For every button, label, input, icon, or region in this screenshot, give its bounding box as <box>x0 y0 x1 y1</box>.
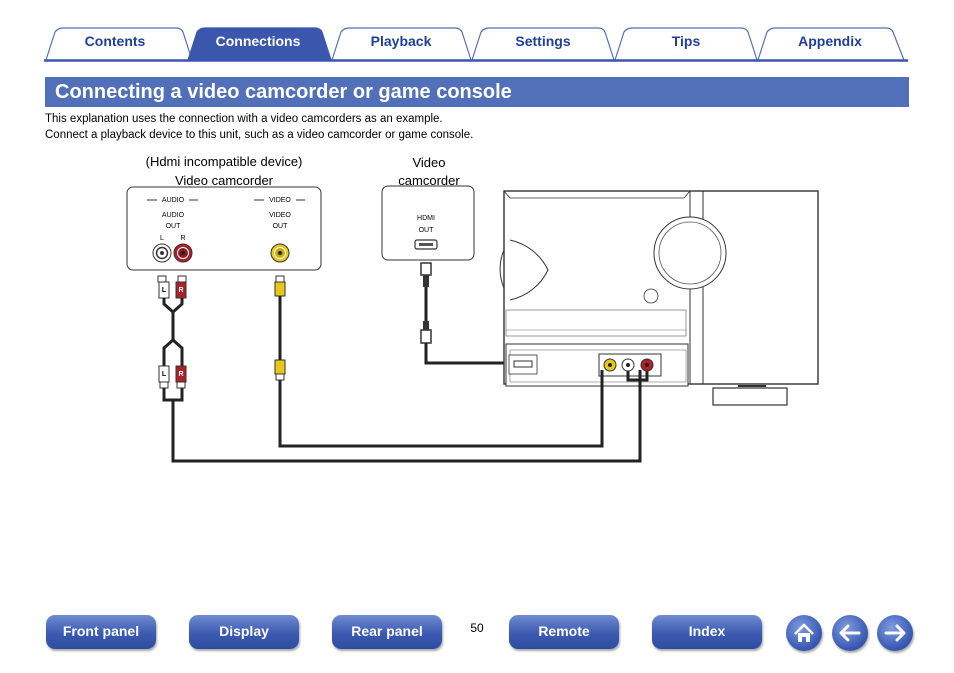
previous-page-button[interactable] <box>832 615 868 651</box>
audio-out-label-1: AUDIO <box>161 212 185 219</box>
video-out-label-2: OUT <box>272 223 288 230</box>
av-receiver <box>499 190 819 406</box>
arrow-left-icon <box>839 624 861 642</box>
audio-header-label: AUDIO <box>161 197 185 204</box>
plug-r-label-top: R <box>178 287 184 294</box>
tab-appendix[interactable]: Appendix <box>798 33 862 49</box>
plug-l-label-top: L <box>161 287 167 294</box>
device1-caption-line1: (Hdmi incompatible device) <box>145 154 303 169</box>
home-icon <box>794 623 814 642</box>
arrow-right-icon <box>884 624 906 642</box>
page-title: Connecting a video camcorder or game con… <box>55 81 512 103</box>
page-number: 50 <box>470 621 484 635</box>
front-panel-button[interactable]: Front panel <box>46 615 156 649</box>
remote-button[interactable]: Remote <box>509 615 619 649</box>
video-cable <box>274 275 604 448</box>
video-out-jack <box>270 243 290 263</box>
video-header-label: VIDEO <box>269 197 291 204</box>
display-button[interactable]: Display <box>189 615 299 649</box>
audio-cable <box>157 275 649 463</box>
page-title-bar: Connecting a video camcorder or game con… <box>45 77 909 107</box>
intro-text-2: Connect a playback device to this unit, … <box>45 129 474 141</box>
audio-out-r-jack <box>173 243 193 263</box>
tab-bar-shapes <box>44 27 908 62</box>
hdmi-cable <box>420 262 530 365</box>
tab-playback[interactable]: Playback <box>370 33 432 49</box>
index-button[interactable]: Index <box>652 615 762 649</box>
audio-l-label: L <box>160 235 164 242</box>
tab-contents[interactable]: Contents <box>84 33 146 49</box>
device2-caption-line1: Video <box>412 155 446 170</box>
hdmi-out-label-2: OUT <box>418 227 434 234</box>
tab-tips[interactable]: Tips <box>671 33 701 49</box>
audio-out-label-2: OUT <box>165 223 181 230</box>
hdmi-camcorder-device <box>381 185 475 261</box>
audio-r-label: R <box>180 235 186 242</box>
tab-connections[interactable]: Connections <box>215 33 301 49</box>
tab-settings[interactable]: Settings <box>515 33 571 49</box>
next-page-button[interactable] <box>877 615 913 651</box>
rear-panel-button[interactable]: Rear panel <box>332 615 442 649</box>
plug-l-label-bottom: L <box>161 371 167 378</box>
device1-caption-line2: Video camcorder <box>174 173 274 188</box>
device2-caption-line2: camcorder <box>398 173 460 188</box>
intro-text-1: This explanation uses the connection wit… <box>45 113 443 125</box>
home-button[interactable] <box>786 615 822 651</box>
plug-r-label-bottom: R <box>178 371 184 378</box>
video-out-label-1: VIDEO <box>269 212 291 219</box>
audio-out-l-jack <box>152 243 172 263</box>
hdmi-out-label-1: HDMI <box>417 215 435 222</box>
